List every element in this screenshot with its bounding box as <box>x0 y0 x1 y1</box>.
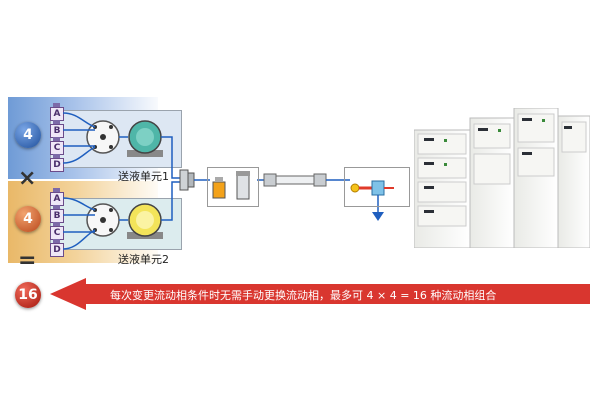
pump-unit-2-label: 送液单元2 <box>118 253 169 266</box>
valve-icon <box>86 120 120 154</box>
result-description: 每次变更流动相条件时无需手动更换流动相，最多可 4 × 4 = 16 种流动相组… <box>110 289 497 302</box>
pump-icon <box>127 203 163 239</box>
result-arrow-head <box>50 278 86 310</box>
valve-icon <box>86 203 120 237</box>
result-arrow-bar <box>86 284 590 304</box>
solvent-bottle-b: B <box>50 205 64 223</box>
total-combinations-badge: 16 <box>15 282 41 308</box>
column-icon <box>263 173 327 187</box>
detector-module <box>344 167 410 207</box>
solvent-bottle-d: D <box>50 239 64 257</box>
pump-icon <box>127 120 163 157</box>
pump-unit-1-label: 送液单元1 <box>118 170 169 183</box>
detector-icon <box>350 180 394 196</box>
solvent-bottle-d: D <box>50 154 64 172</box>
mixer-degasser-module <box>207 167 259 207</box>
unit2-bottle-count-badge: 4 <box>15 206 41 232</box>
junction-connector-icon <box>179 169 195 191</box>
outflow-arrow-icon <box>372 212 384 221</box>
equals-sign: = <box>18 248 37 273</box>
solvent-bottle-a: A <box>50 103 64 121</box>
mixer-icon <box>212 171 250 200</box>
hplc-instrument-image <box>414 108 590 248</box>
unit1-bottle-count-badge: 4 <box>15 122 41 148</box>
multiply-sign: × <box>18 166 37 191</box>
